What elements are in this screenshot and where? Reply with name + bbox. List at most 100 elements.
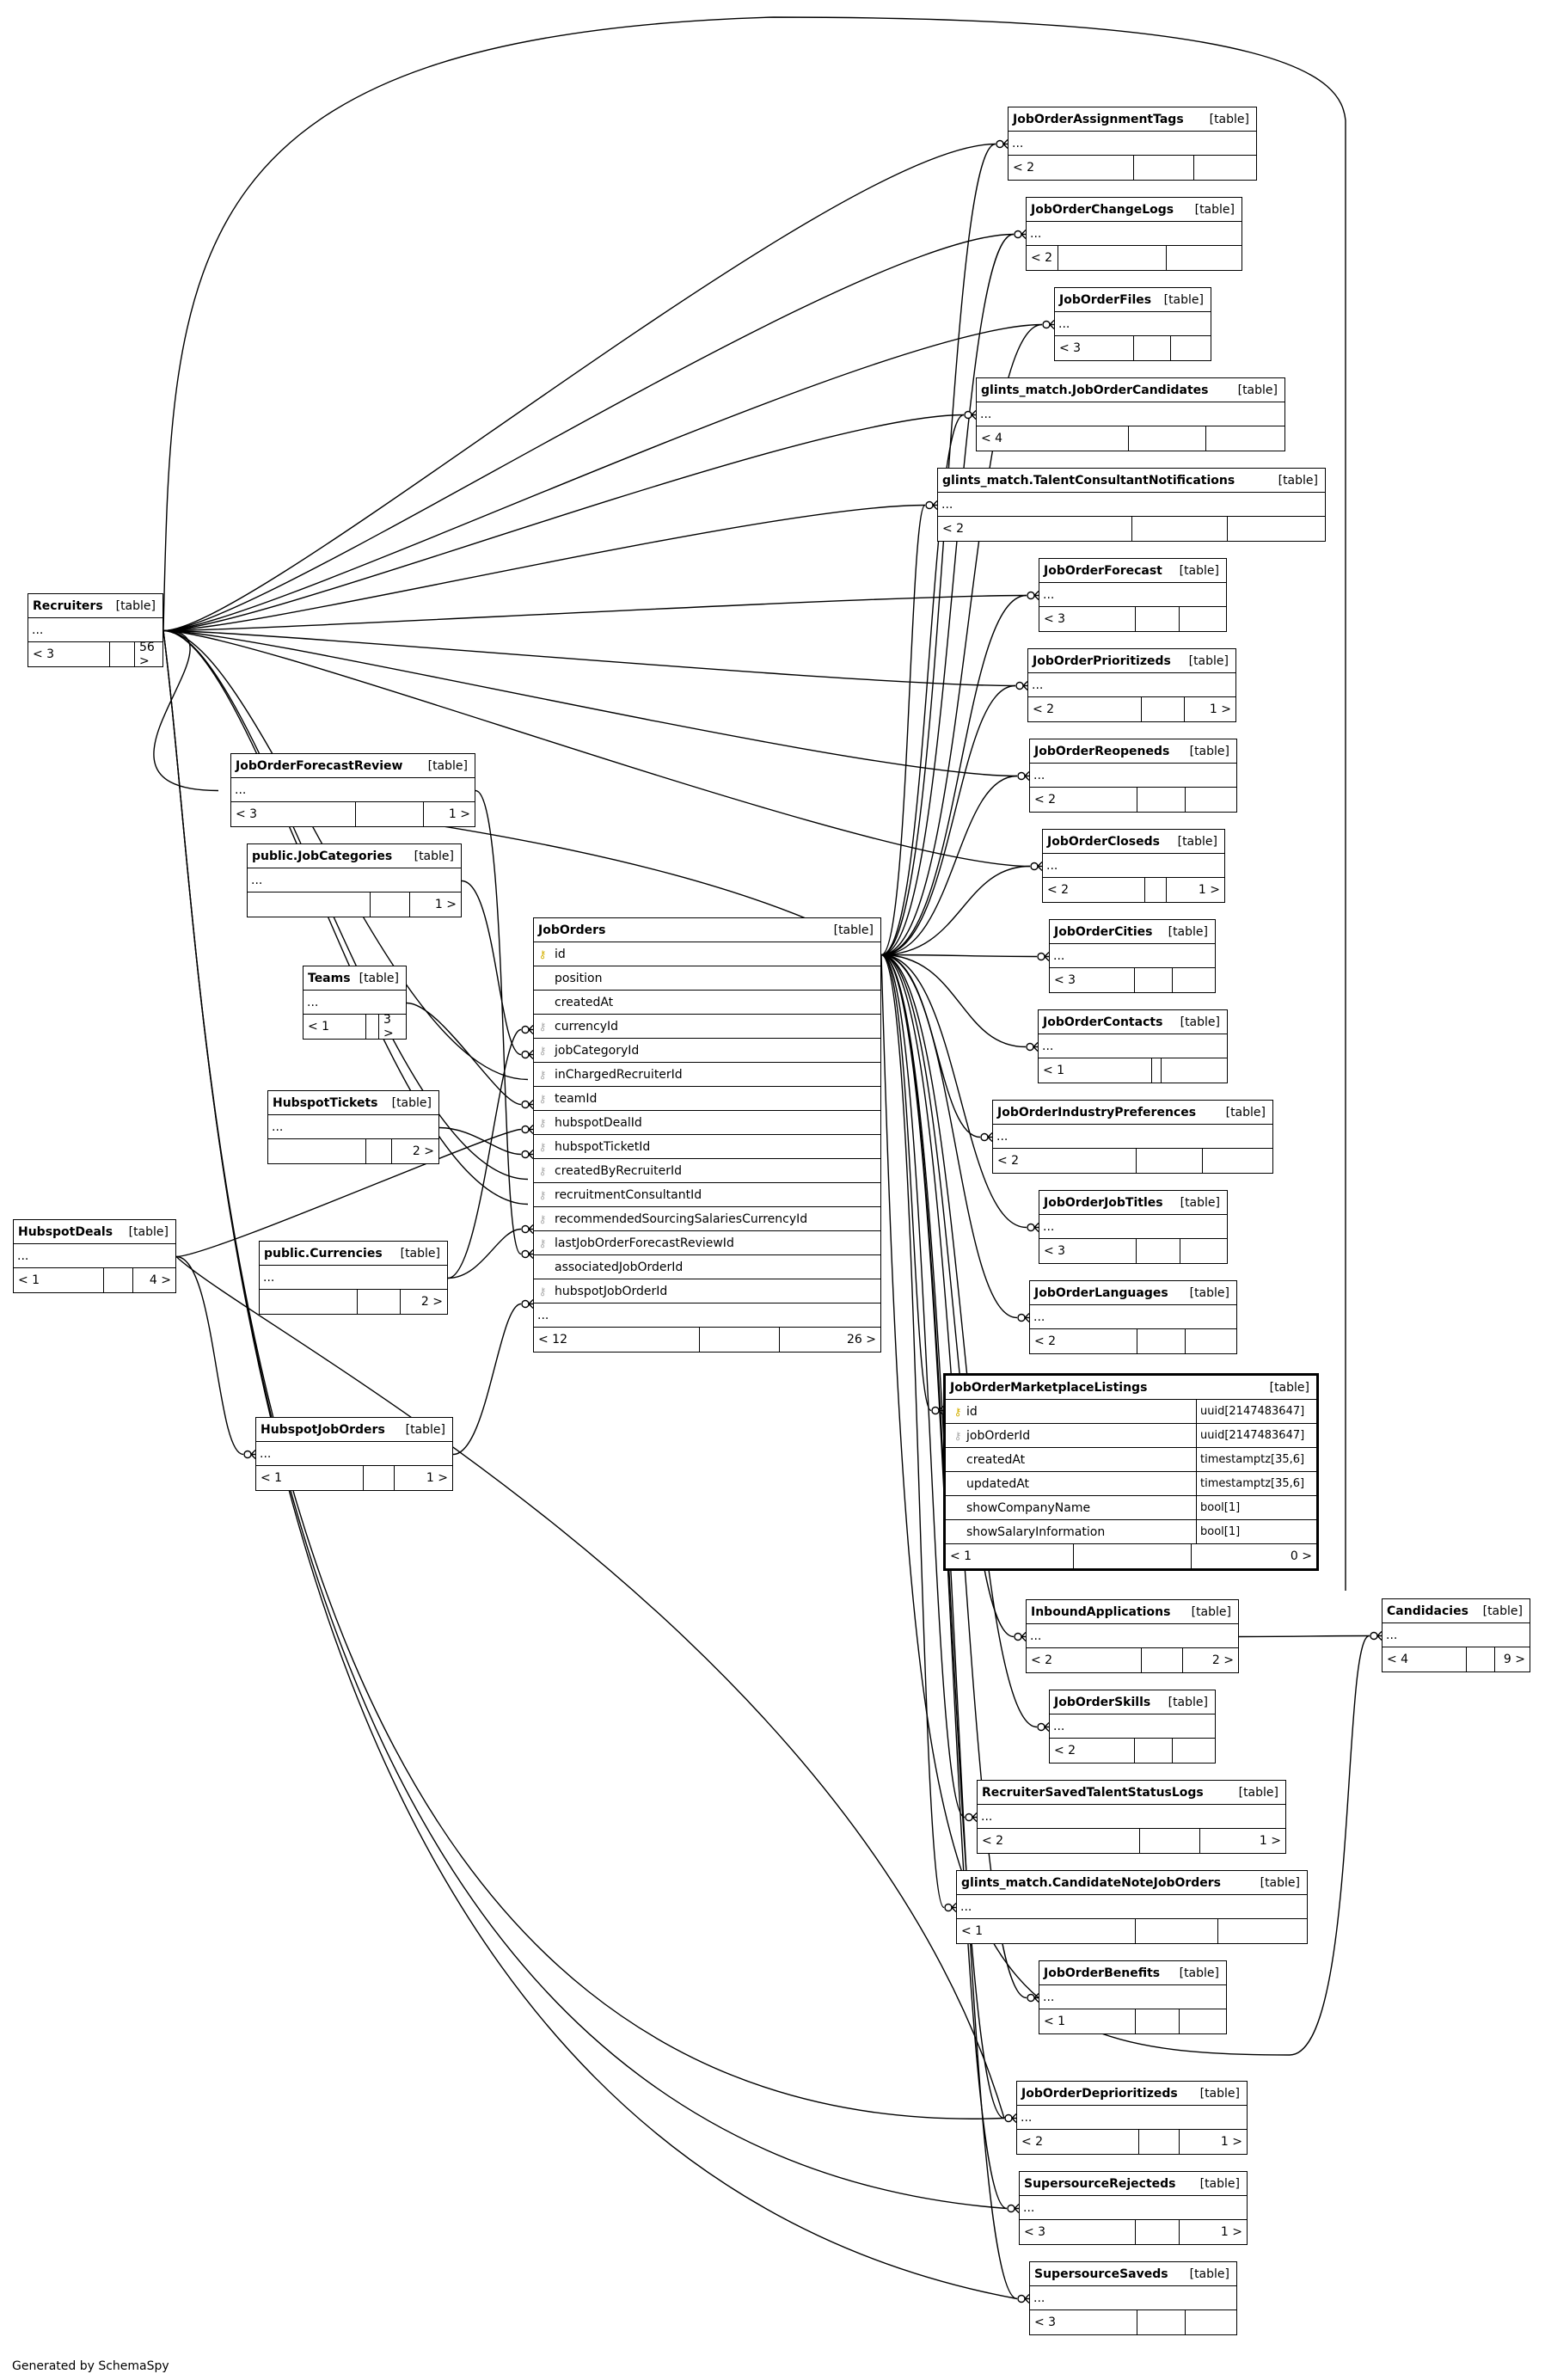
table-job-order-change-logs[interactable]: JobOrderChangeLogs[table]...< 2	[1026, 197, 1242, 271]
table-job-order-reopeneds[interactable]: JobOrderReopeneds[table]...< 2	[1029, 739, 1237, 813]
table-header[interactable]: SupersourceSaveds[table]	[1030, 2262, 1236, 2286]
children-link[interactable]	[1185, 788, 1236, 812]
children-link[interactable]	[1185, 1329, 1236, 1353]
parents-link[interactable]: < 2	[997, 1154, 1020, 1168]
parents-link[interactable]: < 1	[18, 1273, 40, 1287]
children-link[interactable]: 2 >	[391, 1139, 438, 1163]
table-name[interactable]: glints_match.CandidateNoteJobOrders	[961, 1875, 1222, 1890]
children-link[interactable]	[1161, 1058, 1227, 1083]
table-name[interactable]: Candidacies	[1387, 1604, 1468, 1618]
parents-link[interactable]: < 2	[1034, 1334, 1057, 1348]
column-hubspot-job-order-id[interactable]: ⚷hubspotJobOrderId	[534, 1279, 880, 1303]
table-name[interactable]: SupersourceRejecteds	[1024, 2176, 1176, 2191]
table-name[interactable]: JobOrders	[538, 923, 606, 937]
table-job-order-files[interactable]: JobOrderFiles[table]...< 3	[1054, 287, 1211, 361]
parents-link[interactable]: < 4	[1387, 1653, 1409, 1666]
table-name[interactable]: JobOrderSkills	[1054, 1695, 1151, 1709]
table-job-order-forecast[interactable]: JobOrderForecast[table]...< 3	[1039, 558, 1227, 632]
column-created-by-recruiter-id[interactable]: ⚷createdByRecruiterId	[534, 1159, 880, 1183]
table-name[interactable]: JobOrderJobTitles	[1044, 1195, 1163, 1210]
children-link[interactable]	[1202, 1149, 1272, 1173]
column-created-at[interactable]: createdAt	[534, 991, 880, 1015]
table-name[interactable]: Teams	[308, 971, 351, 985]
children-link[interactable]	[1205, 426, 1284, 451]
table-recruiter-saved-talent-status-logs[interactable]: RecruiterSavedTalentStatusLogs[table]...…	[977, 1780, 1286, 1854]
children-link[interactable]	[1166, 246, 1242, 270]
parents-link[interactable]: < 3	[1059, 341, 1082, 355]
parents-link[interactable]: < 3	[1024, 2225, 1046, 2239]
table-header[interactable]: SupersourceRejecteds[table]	[1020, 2172, 1247, 2196]
table-name[interactable]: JobOrderFiles	[1059, 292, 1152, 307]
table-header[interactable]: JobOrderSkills[table]	[1050, 1690, 1215, 1714]
table-header[interactable]: Teams[table]	[303, 966, 406, 991]
table-header[interactable]: glints_match.JobOrderCandidates[table]	[977, 378, 1284, 402]
table-header[interactable]: public.JobCategories[table]	[248, 844, 461, 868]
table-name[interactable]: JobOrderChangeLogs	[1031, 202, 1174, 217]
parents-link[interactable]: < 2	[1047, 883, 1070, 897]
parents-link[interactable]: < 3	[33, 647, 55, 661]
table-name[interactable]: public.Currencies	[264, 1246, 383, 1261]
parents-link[interactable]	[260, 1290, 357, 1314]
table-header[interactable]: JobOrderMarketplaceListings[table]	[946, 1376, 1316, 1400]
table-header[interactable]: JobOrderIndustryPreferences[table]	[993, 1101, 1272, 1125]
column-hubspot-deal-id[interactable]: ⚷hubspotDealId	[534, 1111, 880, 1135]
table-name[interactable]: JobOrderAssignmentTags	[1013, 112, 1184, 126]
table-header[interactable]: JobOrderCloseds[table]	[1043, 830, 1224, 854]
table-header[interactable]: JobOrderContacts[table]	[1039, 1010, 1227, 1034]
children-link[interactable]: 1 >	[394, 1466, 452, 1490]
table-supersource-saveds[interactable]: SupersourceSaveds[table]...< 3	[1029, 2261, 1237, 2335]
table-name[interactable]: HubspotDeals	[18, 1224, 113, 1239]
parents-link[interactable]: < 2	[1034, 793, 1057, 807]
table-header[interactable]: JobOrderForecast[table]	[1039, 559, 1226, 583]
column-associated-job-order-id[interactable]: associatedJobOrderId	[534, 1255, 880, 1279]
parents-link[interactable]: < 1	[1043, 1064, 1065, 1077]
table-job-order-industry-preferences[interactable]: JobOrderIndustryPreferences[table]...< 2	[992, 1100, 1273, 1174]
table-name[interactable]: JobOrderPrioritizeds	[1033, 653, 1171, 668]
children-link[interactable]: 1 >	[1179, 2220, 1247, 2244]
table-header[interactable]: Recruiters[table]	[28, 594, 162, 618]
table-header[interactable]: Candidacies[table]	[1383, 1599, 1530, 1623]
table-hubspot-tickets[interactable]: HubspotTickets[table]...2 >	[267, 1090, 439, 1164]
column-in-charged-recruiter-id[interactable]: ⚷inChargedRecruiterId	[534, 1063, 880, 1087]
children-link[interactable]: 1 >	[1199, 1829, 1285, 1853]
children-link[interactable]	[1170, 336, 1211, 360]
table-header[interactable]: HubspotTickets[table]	[268, 1091, 438, 1115]
table-job-order-assignment-tags[interactable]: JobOrderAssignmentTags[table]...< 2	[1008, 107, 1257, 181]
parents-link[interactable]: < 1	[308, 1020, 330, 1034]
children-link[interactable]	[1185, 2310, 1236, 2334]
parents-link[interactable]: < 2	[1021, 2135, 1044, 2149]
table-header[interactable]: JobOrderFiles[table]	[1055, 288, 1211, 312]
children-link[interactable]: 3 >	[378, 1013, 406, 1040]
parents-link[interactable]: < 3	[1044, 612, 1066, 626]
table-name[interactable]: JobOrderBenefits	[1044, 1966, 1161, 1980]
children-link[interactable]	[1179, 2009, 1226, 2033]
table-name[interactable]: JobOrderContacts	[1043, 1015, 1163, 1029]
children-link[interactable]	[1180, 1239, 1227, 1263]
table-header[interactable]: JobOrderDeprioritizeds[table]	[1017, 2082, 1247, 2106]
table-name[interactable]: SupersourceSaveds	[1034, 2267, 1168, 2281]
table-name[interactable]: JobOrderDeprioritizeds	[1021, 2086, 1178, 2101]
children-link[interactable]: 2 >	[1182, 1648, 1238, 1672]
table-job-order-job-titles[interactable]: JobOrderJobTitles[table]...< 3	[1039, 1190, 1228, 1264]
table-glints-match-candidate-note-job-orders[interactable]: glints_match.CandidateNoteJobOrders[tabl…	[956, 1870, 1308, 1944]
parents-link[interactable]: < 2	[1031, 1653, 1053, 1667]
table-name[interactable]: HubspotTickets	[273, 1095, 378, 1110]
children-link[interactable]	[1179, 607, 1226, 631]
table-header[interactable]: InboundApplications[table]	[1027, 1600, 1238, 1624]
table-name[interactable]: JobOrderCloseds	[1047, 834, 1160, 849]
parents-link[interactable]: < 3	[1044, 1244, 1066, 1258]
table-name[interactable]: JobOrderCities	[1054, 924, 1153, 939]
table-name[interactable]: InboundApplications	[1031, 1604, 1171, 1619]
table-public-currencies[interactable]: public.Currencies[table]...2 >	[259, 1241, 448, 1315]
